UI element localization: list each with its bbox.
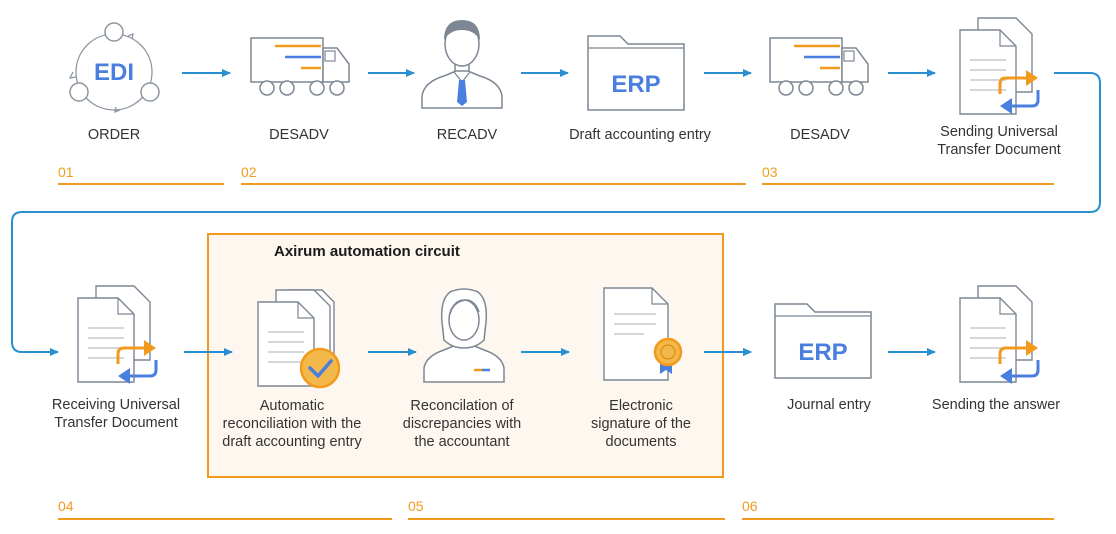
label-line: discrepancies with bbox=[402, 416, 522, 432]
step-label-desadv: DESADV bbox=[269, 127, 329, 143]
documents-check-icon bbox=[257, 289, 341, 389]
step-label-draft-entry: Draft accounting entry bbox=[569, 127, 711, 143]
step-label-desadv-2: DESADV bbox=[790, 127, 850, 143]
label-line: Reconcilation of bbox=[410, 398, 514, 414]
step-label-journal-entry: Journal entry bbox=[787, 397, 871, 413]
stage-rule bbox=[241, 183, 746, 185]
edi-cycle-icon: EDI bbox=[68, 22, 160, 114]
step-label-sending-answer: Sending the answer bbox=[931, 397, 1061, 413]
label-line: Receiving Universal bbox=[51, 397, 181, 413]
label-line: Transfer Document bbox=[54, 415, 178, 431]
stage-number: 04 bbox=[58, 498, 74, 514]
erp-folder-icon: ERP bbox=[774, 303, 872, 379]
erp-folder-icon: ERP bbox=[587, 35, 685, 111]
stage-rule bbox=[58, 518, 392, 520]
stage-number: 02 bbox=[241, 164, 257, 180]
stage-rule bbox=[408, 518, 725, 520]
svg-text:ERP: ERP bbox=[798, 339, 847, 366]
label-line: the accountant bbox=[414, 434, 510, 450]
signed-document-icon bbox=[603, 287, 683, 381]
step-label-reconcilation-discrepancies: Reconcilation of discrepancies with the … bbox=[403, 397, 521, 451]
label-line: Sending Universal bbox=[940, 124, 1058, 140]
stage-number: 06 bbox=[742, 498, 758, 514]
stage-rule bbox=[742, 518, 1054, 520]
step-label-recadv: RECADV bbox=[436, 127, 498, 143]
stage-number: 03 bbox=[762, 164, 778, 180]
step-label-electronic-signature: Electronic signature of the documents bbox=[591, 397, 691, 451]
label-line: draft accounting entry bbox=[222, 434, 362, 450]
label-line: reconciliation with the bbox=[222, 416, 362, 432]
edi-icon-text: EDI bbox=[94, 59, 134, 86]
stage-rule bbox=[58, 183, 224, 185]
stage-number: 01 bbox=[58, 164, 74, 180]
stage-rule bbox=[762, 183, 1054, 185]
flow-connector bbox=[11, 72, 1101, 356]
step-label-auto-reconciliation: Automatic reconciliation with the draft … bbox=[222, 397, 361, 451]
circuit-title: Axirum automation circuit bbox=[274, 243, 460, 260]
svg-text:ERP: ERP bbox=[611, 71, 660, 98]
step-label-sending-utd: Sending Universal Transfer Document bbox=[937, 123, 1061, 159]
stage-number: 05 bbox=[408, 498, 424, 514]
label-line: documents bbox=[605, 434, 677, 450]
label-line: Automatic bbox=[259, 398, 325, 414]
step-label-order: ORDER bbox=[87, 127, 141, 143]
label-line: Electronic bbox=[609, 398, 673, 414]
step-label-receiving-utd: Receiving Universal Transfer Document bbox=[52, 396, 180, 432]
businessman-icon bbox=[421, 20, 503, 109]
accountant-icon bbox=[423, 288, 505, 383]
label-line: Transfer Document bbox=[937, 142, 1061, 158]
label-line: signature of the bbox=[591, 416, 691, 432]
